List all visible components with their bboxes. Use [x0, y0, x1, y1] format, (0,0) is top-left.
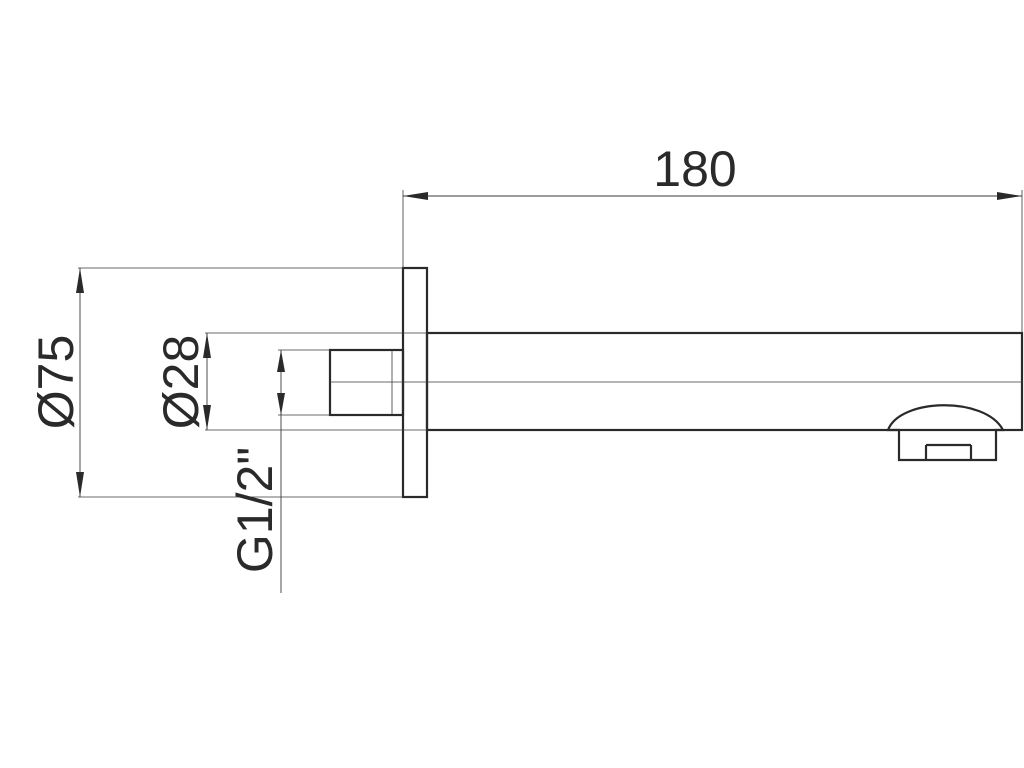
spout-diameter-dimension: Ø28: [153, 332, 427, 431]
spout-outline: [328, 266, 1024, 499]
thread-connector: [328, 348, 405, 417]
length-dimension: 180: [402, 141, 1023, 333]
thread-dimension: G1/2": [227, 349, 330, 593]
aerator: [886, 404, 1005, 462]
thread-label: G1/2": [227, 447, 283, 573]
spout-body: [425, 331, 1024, 432]
length-label: 180: [653, 141, 736, 197]
flange-diameter-dimension: Ø75: [28, 267, 403, 498]
spout-diameter-label: Ø28: [153, 335, 209, 430]
flange-diameter-label: Ø75: [28, 335, 84, 430]
wall-flange: [401, 266, 429, 499]
